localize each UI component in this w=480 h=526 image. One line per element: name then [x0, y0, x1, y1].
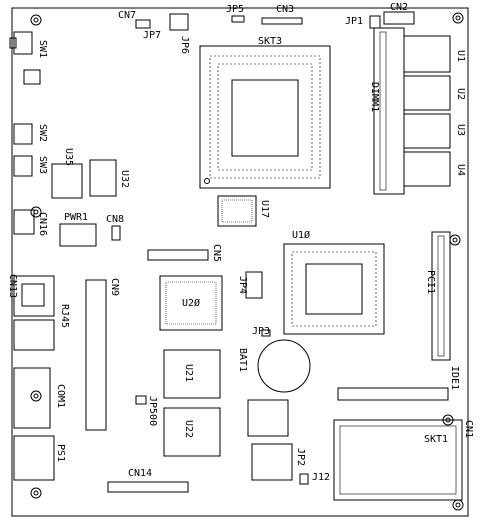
cn8-connector [111, 225, 121, 241]
ide1-connector [337, 387, 449, 401]
component-near-sw1 [23, 69, 41, 85]
ps1-connector [13, 435, 55, 481]
label-u35: U35 [63, 148, 74, 166]
rj45-connector [13, 319, 55, 351]
label-u17: U17 [259, 200, 270, 218]
jp1-header [369, 15, 381, 29]
u32-chip [89, 159, 117, 197]
u10-chip [283, 243, 385, 335]
label-ide1: IDE1 [449, 366, 460, 390]
label-u2: U2 [455, 88, 466, 100]
label-u22: U22 [183, 420, 194, 438]
label-j12: J12 [312, 472, 330, 483]
label-jp500: JP500 [147, 396, 158, 426]
cn16-connector [13, 209, 35, 235]
label-u3: U3 [455, 124, 466, 136]
cn5-connector [147, 249, 209, 261]
label-pci1: PCI1 [425, 270, 436, 294]
label-u20: U2Ø [182, 297, 200, 309]
label-u10: U1Ø [292, 229, 310, 241]
label-sw2: SW2 [37, 124, 48, 142]
label-dimm1: DIMM1 [369, 82, 380, 112]
u22-chip [163, 407, 221, 457]
label-jp5: JP5 [226, 4, 244, 15]
bat1-battery [257, 339, 311, 393]
u20-chip [159, 275, 223, 331]
label-jp1: JP1 [345, 16, 363, 27]
label-bat1: BAT1 [237, 348, 248, 372]
label-ps1: PS1 [55, 444, 66, 462]
label-sw1: SW1 [37, 40, 48, 58]
sw3-switch [13, 155, 33, 177]
jp500-header [135, 395, 147, 405]
u35-chip [51, 163, 83, 199]
label-cn3: CN3 [276, 4, 294, 15]
skt3-cpu-socket [199, 45, 331, 189]
mounting-hole-bottom-right [452, 499, 464, 511]
u1-chip [403, 35, 451, 73]
label-cn7: CN7 [118, 10, 136, 21]
cn13-connector [13, 275, 55, 317]
jp3-header [261, 329, 271, 337]
label-jp7: JP7 [143, 30, 161, 41]
label-u1: U1 [455, 50, 466, 62]
label-cn14: CN14 [128, 468, 152, 479]
jp5-header [231, 15, 245, 23]
label-sw3: SW3 [37, 156, 48, 174]
u17-chip [217, 195, 257, 227]
mounting-hole-top-left [30, 14, 42, 26]
cn3-connector [261, 17, 303, 25]
label-cn5: CN5 [211, 244, 222, 262]
chip-near-jp2 [251, 443, 293, 481]
u21-chip [163, 349, 221, 399]
mounting-hole-mid-right [449, 234, 461, 246]
com1-connector [13, 367, 51, 429]
cn9-connector [85, 279, 107, 431]
chip-below-bat1 [247, 399, 289, 437]
jp4-header [245, 271, 263, 299]
label-u21: U21 [183, 364, 194, 382]
label-cn1: CN1 [463, 420, 474, 438]
jp2-header [299, 473, 309, 485]
pwr1-connector [59, 223, 97, 247]
label-jp4: JP4 [237, 276, 248, 294]
cn7-connector [135, 19, 151, 29]
skt1-socket [333, 419, 463, 501]
u4-chip [403, 151, 451, 187]
jp6-header [169, 13, 189, 31]
label-skt1: SKT1 [424, 434, 448, 445]
label-rj45: RJ45 [59, 304, 70, 328]
pci1-slot [431, 231, 451, 361]
label-jp3: JP3 [252, 326, 270, 337]
mounting-hole-left-mid2 [30, 390, 42, 402]
u2-chip [403, 75, 451, 111]
sw2-switch [13, 123, 33, 145]
u3-chip [403, 113, 451, 149]
label-com1: COM1 [55, 384, 66, 408]
label-u32: U32 [119, 170, 130, 188]
label-u4: U4 [455, 164, 466, 176]
label-skt3: SKT3 [258, 36, 282, 47]
sw1-switch [9, 31, 33, 55]
label-pwr1: PWR1 [64, 212, 88, 223]
dimm1-slot [373, 27, 405, 195]
label-jp2: JP2 [295, 448, 306, 466]
mounting-hole-top-right [452, 12, 464, 24]
cn2-connector [383, 11, 415, 25]
board-outline [11, 7, 469, 517]
label-cn16: CN16 [37, 212, 48, 236]
mounting-hole-bottom-left [30, 487, 42, 499]
cn14-connector [107, 481, 189, 493]
label-cn8: CN8 [106, 214, 124, 225]
label-jp6: JP6 [179, 36, 190, 54]
label-cn9: CN9 [109, 278, 120, 296]
label-cn13: CN13 [7, 274, 18, 298]
label-cn2: CN2 [390, 2, 408, 13]
